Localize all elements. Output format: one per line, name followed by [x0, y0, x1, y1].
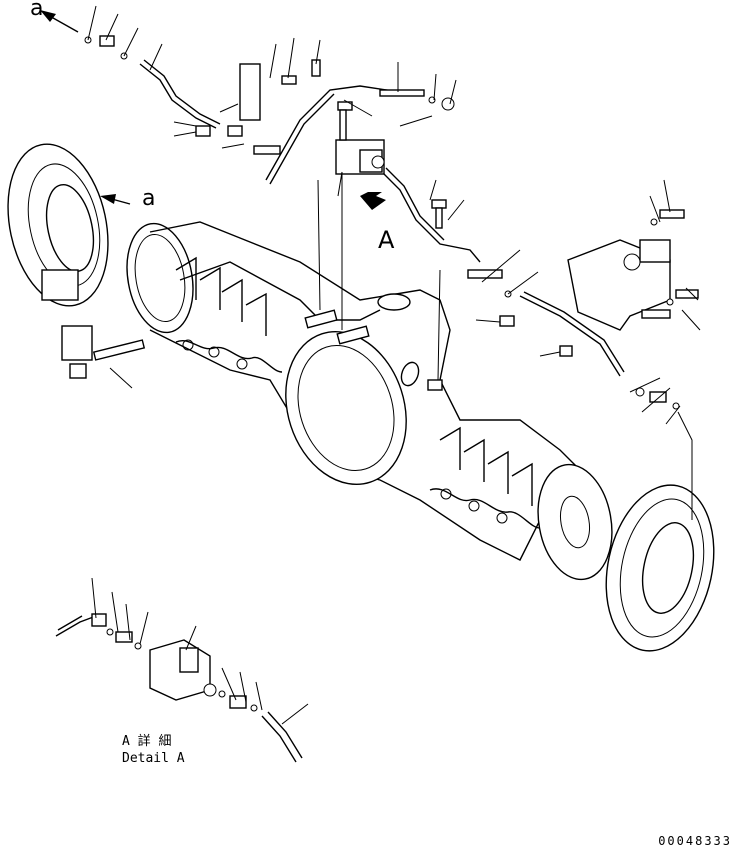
view-a-label-top: a: [30, 0, 44, 21]
view-A-label: A: [378, 226, 395, 254]
brake-valve: [335, 139, 385, 175]
drawing-number: 00048333: [658, 834, 732, 848]
view-arrows: [40, 10, 386, 210]
detail-a-assembly: [55, 613, 303, 763]
detail-a-caption: A 詳 細 Detail A: [122, 733, 185, 767]
detail-a-caption-en: Detail A: [122, 751, 185, 766]
mounting-bracket: [567, 239, 671, 331]
axle-housing: [126, 221, 613, 581]
view-a-label-left: a: [142, 186, 156, 211]
detail-a-caption-jp: A 詳 細: [122, 734, 172, 749]
brake-disc-left: [7, 143, 109, 307]
fasteners: [61, 35, 699, 410]
brake-disc-right: [605, 484, 715, 652]
brake-piping: [139, 59, 625, 377]
leader-lines: [87, 5, 701, 725]
